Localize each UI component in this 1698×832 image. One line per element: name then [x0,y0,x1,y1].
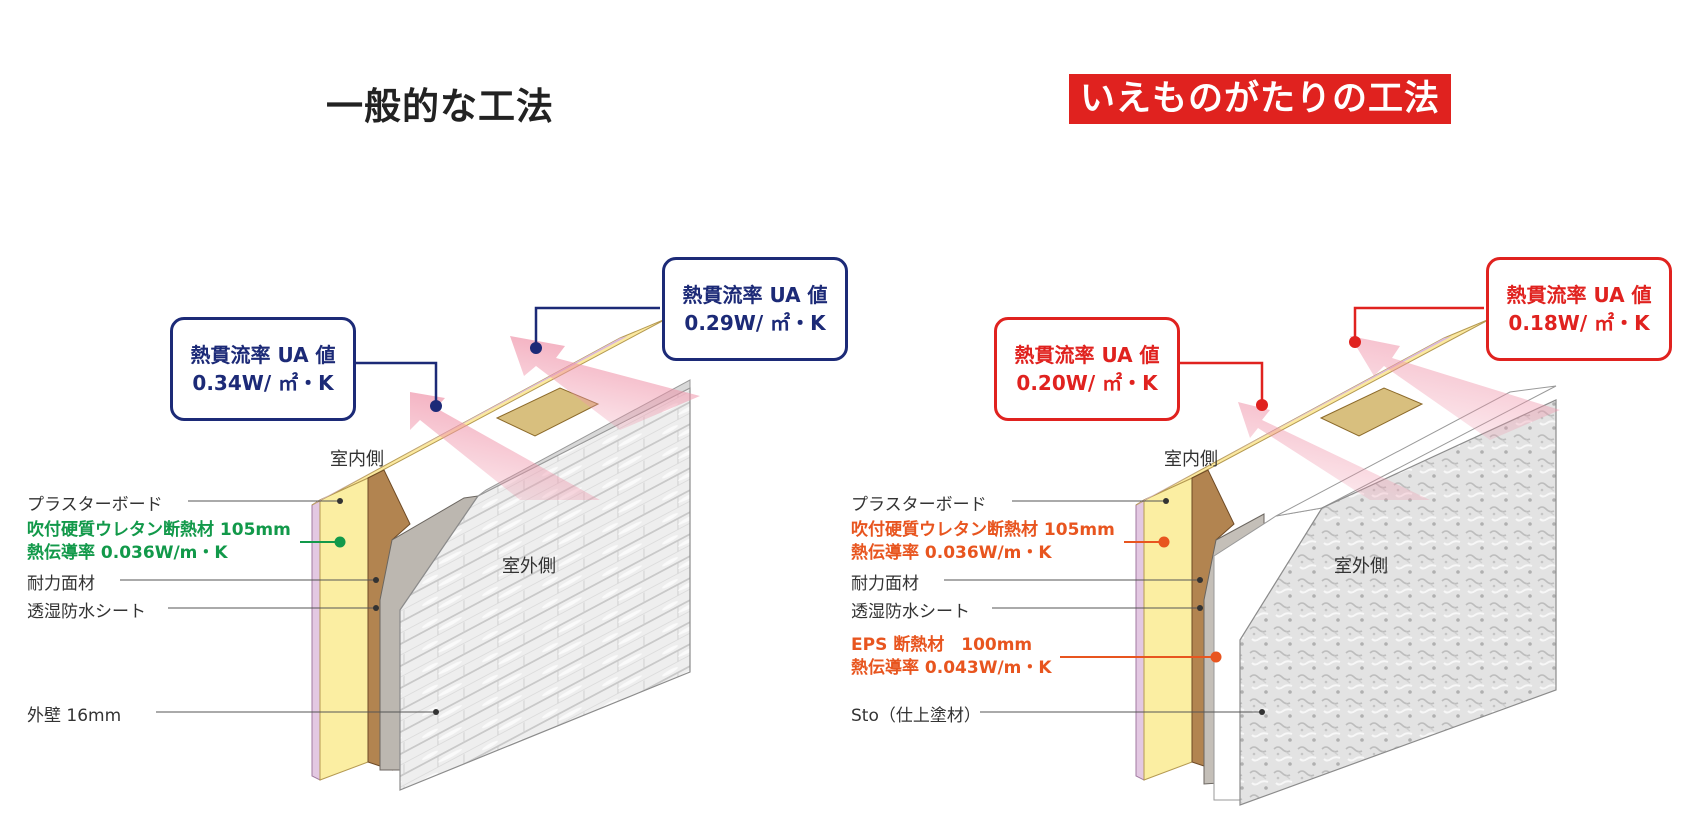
left-leader-lines [120,306,660,715]
label-plasterboard-right: プラスターボード [851,495,987,515]
ua-bubble-left-1: 熱貫流率 UA 値 0.34W/ ㎡・K [170,317,356,421]
right-leader-lines [944,306,1484,715]
label-eps-insulation-right: EPS 断熱材 100mm 熱伝導率 0.043W/m・K [851,634,1052,680]
heat-loss-arrows-left [410,336,700,500]
title-conventional: 一般的な工法 [326,85,554,128]
left-wall-section [311,317,700,791]
ua-bubble-value: 0.34W/ ㎡・K [192,371,334,395]
label-insulation-right: 吹付硬質ウレタン断熱材 105mm 熱伝導率 0.036W/m・K [851,519,1115,565]
room-inside-label-right: 室内側 [1164,449,1218,470]
right-wall-section [1135,317,1560,806]
ua-bubble-value: 0.29W/ ㎡・K [684,311,826,335]
insulation-conductivity: 熱伝導率 0.036W/m・K [27,543,228,563]
insulation-name: 吹付硬質ウレタン断熱材 105mm [27,520,291,540]
ua-bubble-left-2: 熱貫流率 UA 値 0.29W/ ㎡・K [662,257,848,361]
ua-bubble-title: 熱貫流率 UA 値 [1014,343,1160,367]
label-structural-panel-left: 耐力面材 [27,574,95,594]
title-iemonogatari: いえものがたりの工法 [1069,74,1451,124]
ua-bubble-title: 熱貫流率 UA 値 [682,283,828,307]
label-plasterboard-left: プラスターボード [27,495,163,515]
room-inside-label-left: 室内側 [330,449,384,470]
label-insulation-left: 吹付硬質ウレタン断熱材 105mm 熱伝導率 0.036W/m・K [27,519,291,565]
ua-bubble-right-2: 熱貫流率 UA 値 0.18W/ ㎡・K [1486,257,1672,361]
ua-bubble-value: 0.18W/ ㎡・K [1508,311,1650,335]
heat-loss-arrows-right [1238,336,1560,500]
ua-bubble-value: 0.20W/ ㎡・K [1016,371,1158,395]
label-structural-panel-right: 耐力面材 [851,574,919,594]
room-outside-label-left: 室外側 [502,556,556,577]
eps-conductivity: 熱伝導率 0.043W/m・K [851,658,1052,678]
room-outside-label-right: 室外側 [1334,556,1388,577]
ua-bubble-title: 熱貫流率 UA 値 [1506,283,1652,307]
label-moisture-sheet-left: 透湿防水シート [27,602,146,622]
label-sto-finish-right: Sto（仕上塗材） [851,706,981,726]
ua-bubble-right-1: 熱貫流率 UA 値 0.20W/ ㎡・K [994,317,1180,421]
insulation-name: 吹付硬質ウレタン断熱材 105mm [851,520,1115,540]
label-moisture-sheet-right: 透湿防水シート [851,602,970,622]
insulation-conductivity: 熱伝導率 0.036W/m・K [851,543,1052,563]
label-exterior-wall-left: 外壁 16mm [27,706,122,726]
ua-bubble-title: 熱貫流率 UA 値 [190,343,336,367]
eps-name: EPS 断熱材 100mm [851,635,1033,655]
